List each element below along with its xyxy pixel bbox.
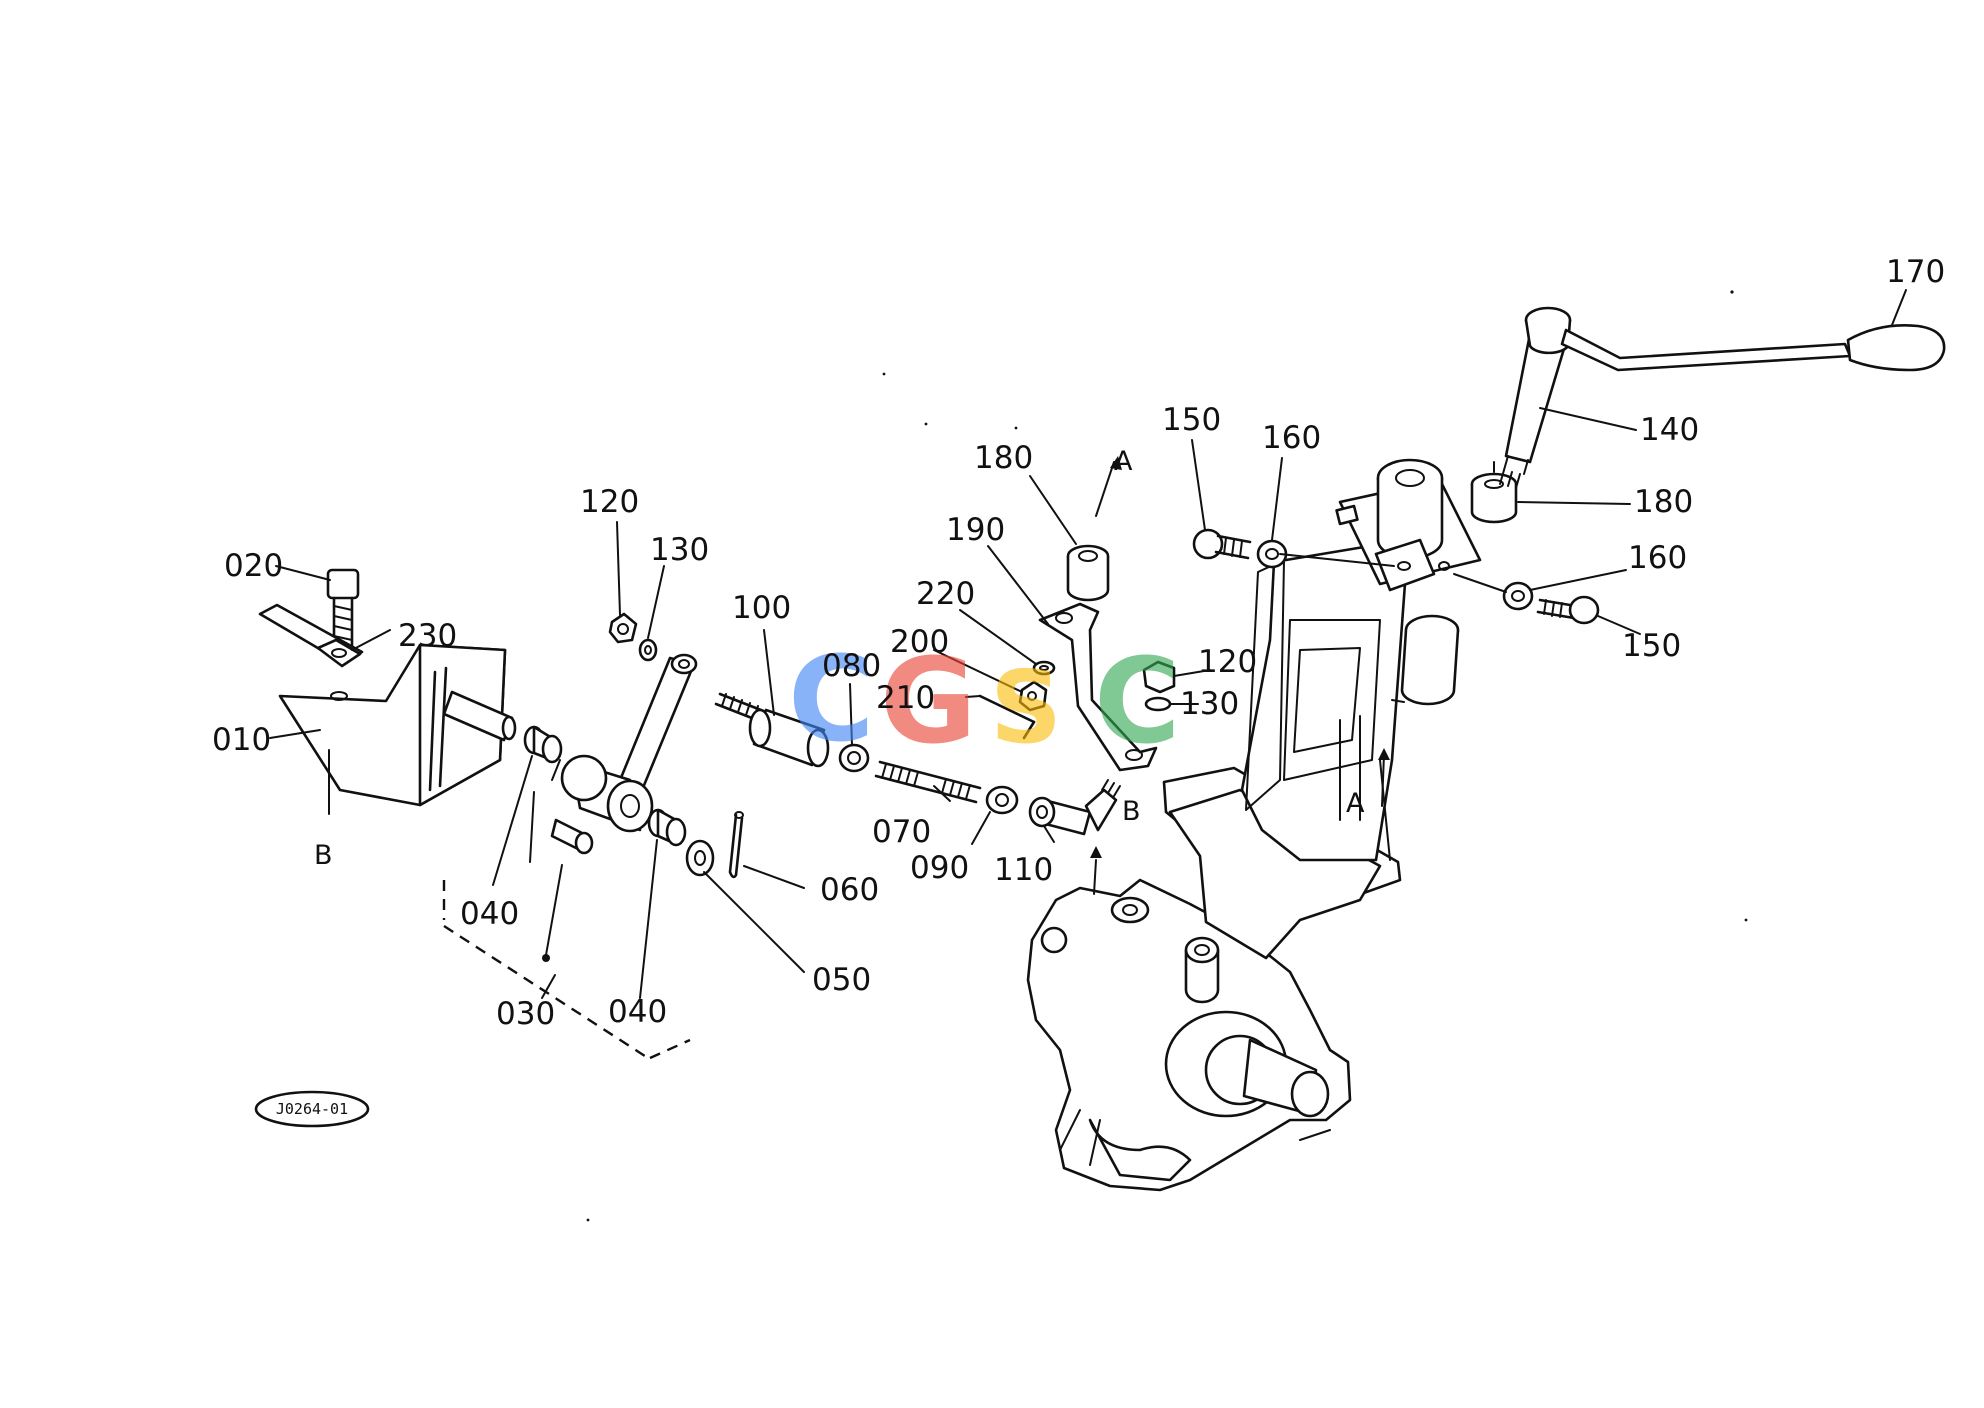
washer-160-left: [1256, 539, 1288, 569]
tab-plate-230: [258, 603, 364, 668]
label-020: 020: [224, 548, 283, 584]
label-210: 210: [876, 680, 935, 716]
label-180-right: 180: [1634, 484, 1693, 520]
lever-030: [550, 653, 698, 855]
label-230: 230: [398, 618, 457, 654]
ball-joint-110: [1028, 779, 1121, 836]
label-160-right: 160: [1628, 540, 1687, 576]
washer-050: [685, 839, 715, 877]
label-130-left: 130: [650, 532, 709, 568]
watermark-logo: C G S C: [788, 630, 1181, 770]
washer-130-left: [638, 638, 658, 662]
label-130-right: 130: [1180, 686, 1239, 722]
bushing-040-right: [647, 808, 687, 847]
assembly-guide-lines: [542, 456, 1507, 962]
stud-070: [874, 760, 982, 804]
label-050: 050: [812, 962, 871, 998]
label-150-right: 150: [1622, 628, 1681, 664]
shift-lever-140: [1499, 306, 1852, 489]
bracket-010: [278, 643, 507, 815]
label-040-right: 040: [608, 994, 667, 1030]
label-040-left: 040: [460, 896, 519, 932]
label-220: 220: [916, 576, 975, 612]
watermark-letter-3: S: [990, 649, 1062, 766]
label-180-left: 180: [974, 440, 1033, 476]
label-120-right: 120: [1198, 644, 1257, 680]
drawing-code-stamp: J0264-01: [254, 1090, 370, 1128]
label-170: 170: [1886, 254, 1945, 290]
gearbox-housing: [1026, 878, 1352, 1192]
label-070: 070: [872, 814, 931, 850]
knob-170: [1846, 324, 1946, 372]
label-200: 200: [890, 624, 949, 660]
bushing-180-right: [1470, 472, 1518, 524]
nut-090: [985, 785, 1019, 815]
rod-end-100: [748, 708, 830, 768]
pin-210: [978, 694, 1036, 740]
label-160-left: 160: [1262, 420, 1321, 456]
bushing-180-left: [1066, 544, 1110, 602]
label-100: 100: [732, 590, 791, 626]
reference-labels: A A B B: [314, 446, 1365, 871]
drawing-code: J0264-01: [276, 1100, 348, 1118]
nut-120-left: [608, 612, 638, 644]
part-labels: 010 020 030 040 040 050 060 070 080 090 …: [212, 254, 1945, 1032]
shaft-stub: [442, 690, 517, 742]
arm-190: [1038, 602, 1158, 772]
bolt-150-left: [1192, 528, 1252, 560]
watermark-letter-4: C: [1094, 632, 1181, 770]
washer-160-right: [1502, 581, 1534, 611]
label-060: 060: [820, 872, 879, 908]
nut-120-right: [1142, 660, 1176, 694]
label-190: 190: [946, 512, 1005, 548]
nut-080: [838, 743, 870, 773]
ref-a-top: A: [1114, 446, 1133, 477]
label-150-left: 150: [1162, 402, 1221, 438]
label-030: 030: [496, 996, 555, 1032]
bolt-150-right: [1536, 595, 1600, 625]
ref-a-column: A: [1346, 788, 1365, 819]
label-140: 140: [1640, 412, 1699, 448]
ref-b-bracket: B: [314, 840, 333, 871]
label-110: 110: [994, 852, 1053, 888]
bushing-040-left: [523, 725, 563, 764]
label-120-left: 120: [580, 484, 639, 520]
clip-220: [1032, 660, 1056, 676]
label-010: 010: [212, 722, 271, 758]
label-090: 090: [910, 850, 969, 886]
pin-060: [728, 811, 744, 879]
steering-column-body: [1168, 458, 1482, 960]
nut-200: [1018, 680, 1048, 712]
scan-specks: [586, 290, 1748, 1222]
label-080: 080: [822, 648, 881, 684]
ref-b-gearbox: B: [1122, 796, 1141, 827]
watermark-letter-2: G: [880, 632, 977, 770]
leader-lines: [269, 289, 1907, 999]
watermark-letter-1: C: [788, 630, 875, 768]
